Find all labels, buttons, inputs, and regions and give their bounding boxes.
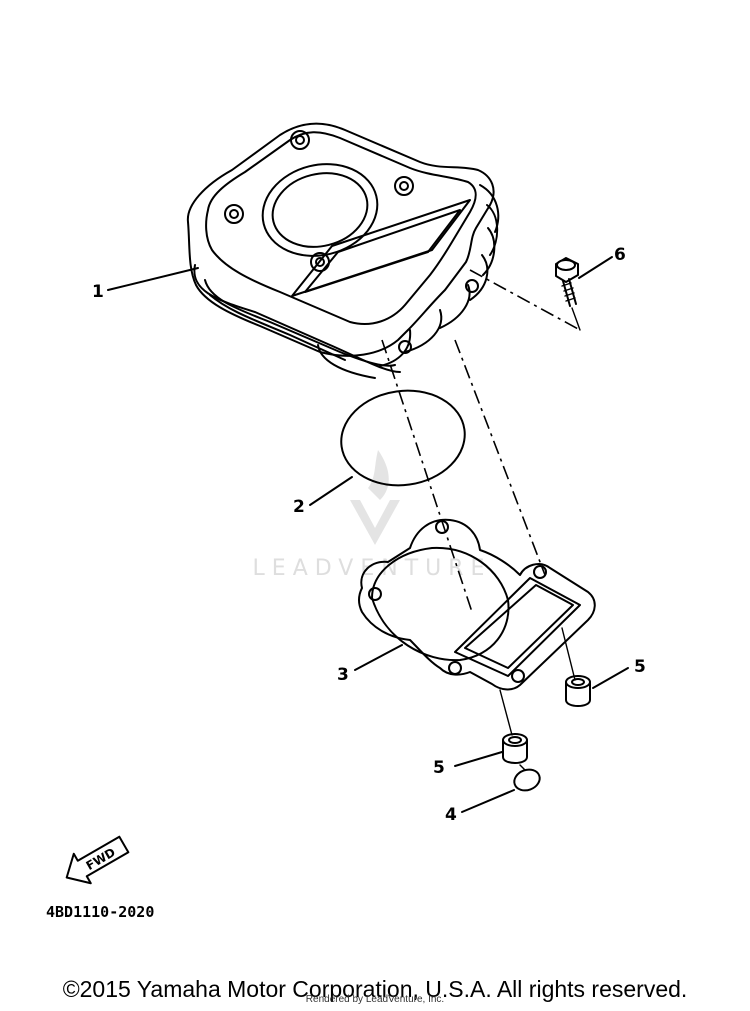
callout-part-6: 6 — [614, 245, 626, 265]
callout-part-5-lower: 5 — [433, 758, 445, 778]
watermark-flame-icon — [368, 450, 389, 500]
watermark-v-icon — [350, 500, 400, 545]
callout-part-1: 1 — [92, 282, 104, 302]
cylinder-part — [186, 122, 500, 379]
callout-part-2: 2 — [293, 497, 305, 517]
callout-part-5-upper: 5 — [634, 657, 646, 677]
callout-part-3: 3 — [337, 665, 349, 685]
o-ring-part — [340, 389, 466, 487]
leader-lines — [107, 256, 629, 813]
bolt-part — [555, 257, 579, 307]
callout-part-4: 4 — [445, 805, 457, 825]
leadventure-watermark: LEADVENTURE — [253, 450, 492, 581]
assembly-lines — [381, 269, 581, 771]
forward-arrow-icon: FWD — [65, 835, 130, 885]
watermark-text: LEADVENTURE — [253, 556, 492, 581]
cylinder-gasket-part — [358, 518, 596, 691]
rendered-by-notice: Rendered by LeadVenture, Inc. — [305, 994, 445, 1005]
plug-part — [513, 768, 541, 792]
dowel-pin-upper-part — [565, 675, 591, 707]
part-code: 4BD1110-2020 — [46, 903, 154, 921]
dowel-pin-lower-part — [502, 733, 528, 764]
copyright-notice: ©2015 Yamaha Motor Corporation, U.S.A. A… — [62, 976, 688, 1002]
